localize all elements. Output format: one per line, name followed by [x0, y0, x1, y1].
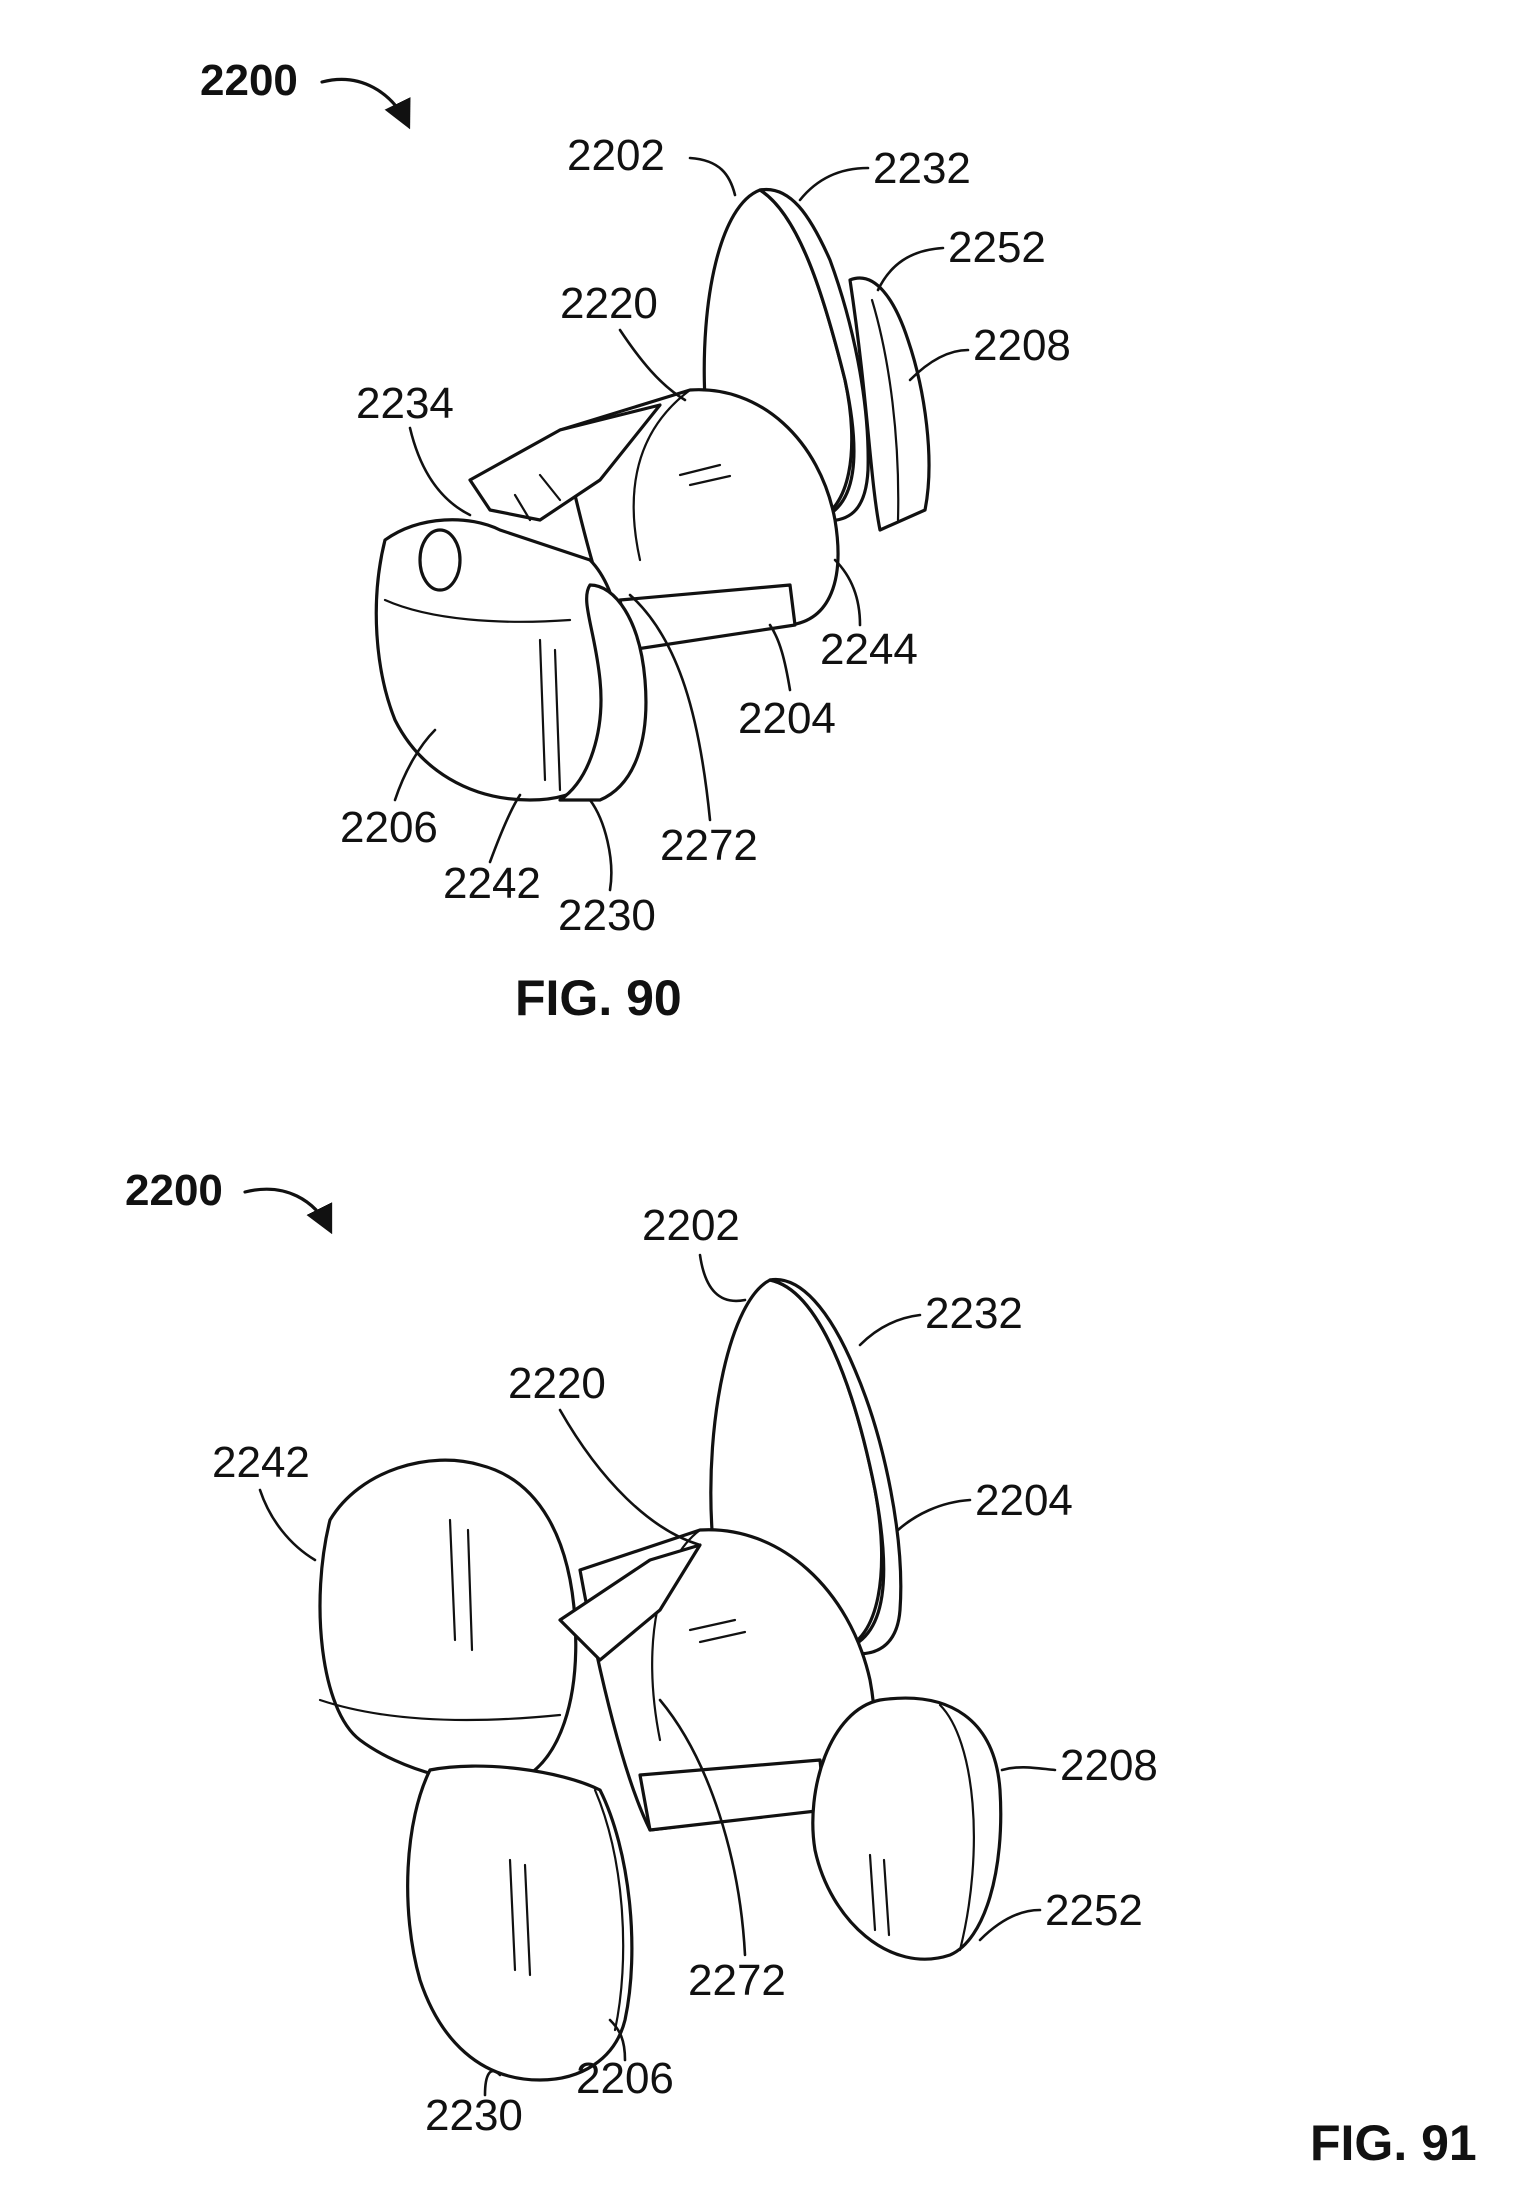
fig90-assembly-arrow [322, 79, 408, 125]
fig90-label-2206: 2206 [340, 803, 438, 852]
fig91-front-plate [408, 1766, 632, 2080]
fig90-label-2242: 2242 [443, 859, 541, 908]
fig90-label-2230: 2230 [558, 891, 656, 940]
fig91-rear-plate [813, 1698, 1001, 1959]
fig90-label-2208: 2208 [973, 321, 1071, 370]
fig91-label-2230: 2230 [425, 2091, 523, 2140]
figure-90: 2200 2202 2232 [200, 56, 1071, 1026]
fig90-label-2220: 2220 [560, 279, 658, 328]
fig91-label-2204: 2204 [975, 1476, 1073, 1525]
fig91-implant-drawing [320, 1280, 1001, 2080]
fig91-label-2220: 2220 [508, 1359, 606, 1408]
fig91-label-2272: 2272 [688, 1956, 786, 2005]
fig90-label-2252: 2252 [948, 223, 1046, 272]
fig91-front-shell [320, 1460, 576, 1782]
fig91-label-2206: 2206 [576, 2054, 674, 2103]
fig91-label-2252: 2252 [1045, 1886, 1143, 1935]
figure-91: 2200 2202 [125, 1166, 1477, 2171]
fig91-label-2232: 2232 [925, 1289, 1023, 1338]
fig91-caption: FIG. 91 [1310, 2115, 1477, 2171]
fig90-label-2244: 2244 [820, 625, 918, 674]
fig90-label-2272: 2272 [660, 821, 758, 870]
fig90-caption: FIG. 90 [515, 970, 682, 1026]
fig90-label-2232: 2232 [873, 144, 971, 193]
fig91-assembly-arrow [245, 1189, 330, 1230]
fig91-label-2202: 2202 [642, 1201, 740, 1250]
fig90-label-2234: 2234 [356, 379, 454, 428]
fig91-assembly-ref: 2200 [125, 1166, 223, 1215]
fig90-label-2202: 2202 [567, 131, 665, 180]
fig91-label-2242: 2242 [212, 1438, 310, 1487]
fig90-shell-hole [420, 530, 460, 590]
fig90-assembly-ref: 2200 [200, 56, 298, 105]
fig91-label-2208: 2208 [1060, 1741, 1158, 1790]
fig90-label-2204: 2204 [738, 694, 836, 743]
